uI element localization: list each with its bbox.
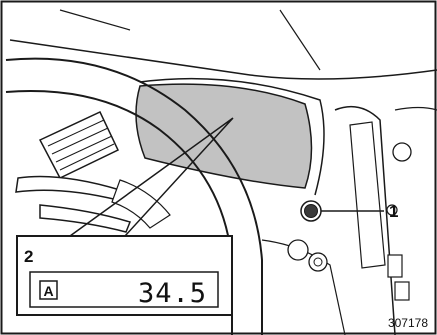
odometer-value: 34.5 — [138, 278, 207, 309]
trip-indicator-letter: A — [43, 283, 53, 299]
figure-id: 307178 — [388, 316, 428, 330]
hazard-knob — [393, 143, 411, 161]
callout-1-label: 1 — [389, 202, 398, 221]
lower-switch-2 — [395, 282, 409, 300]
lower-switch — [388, 255, 402, 277]
trip-reset-button — [301, 201, 321, 221]
callout-2-label: 2 — [24, 247, 33, 266]
